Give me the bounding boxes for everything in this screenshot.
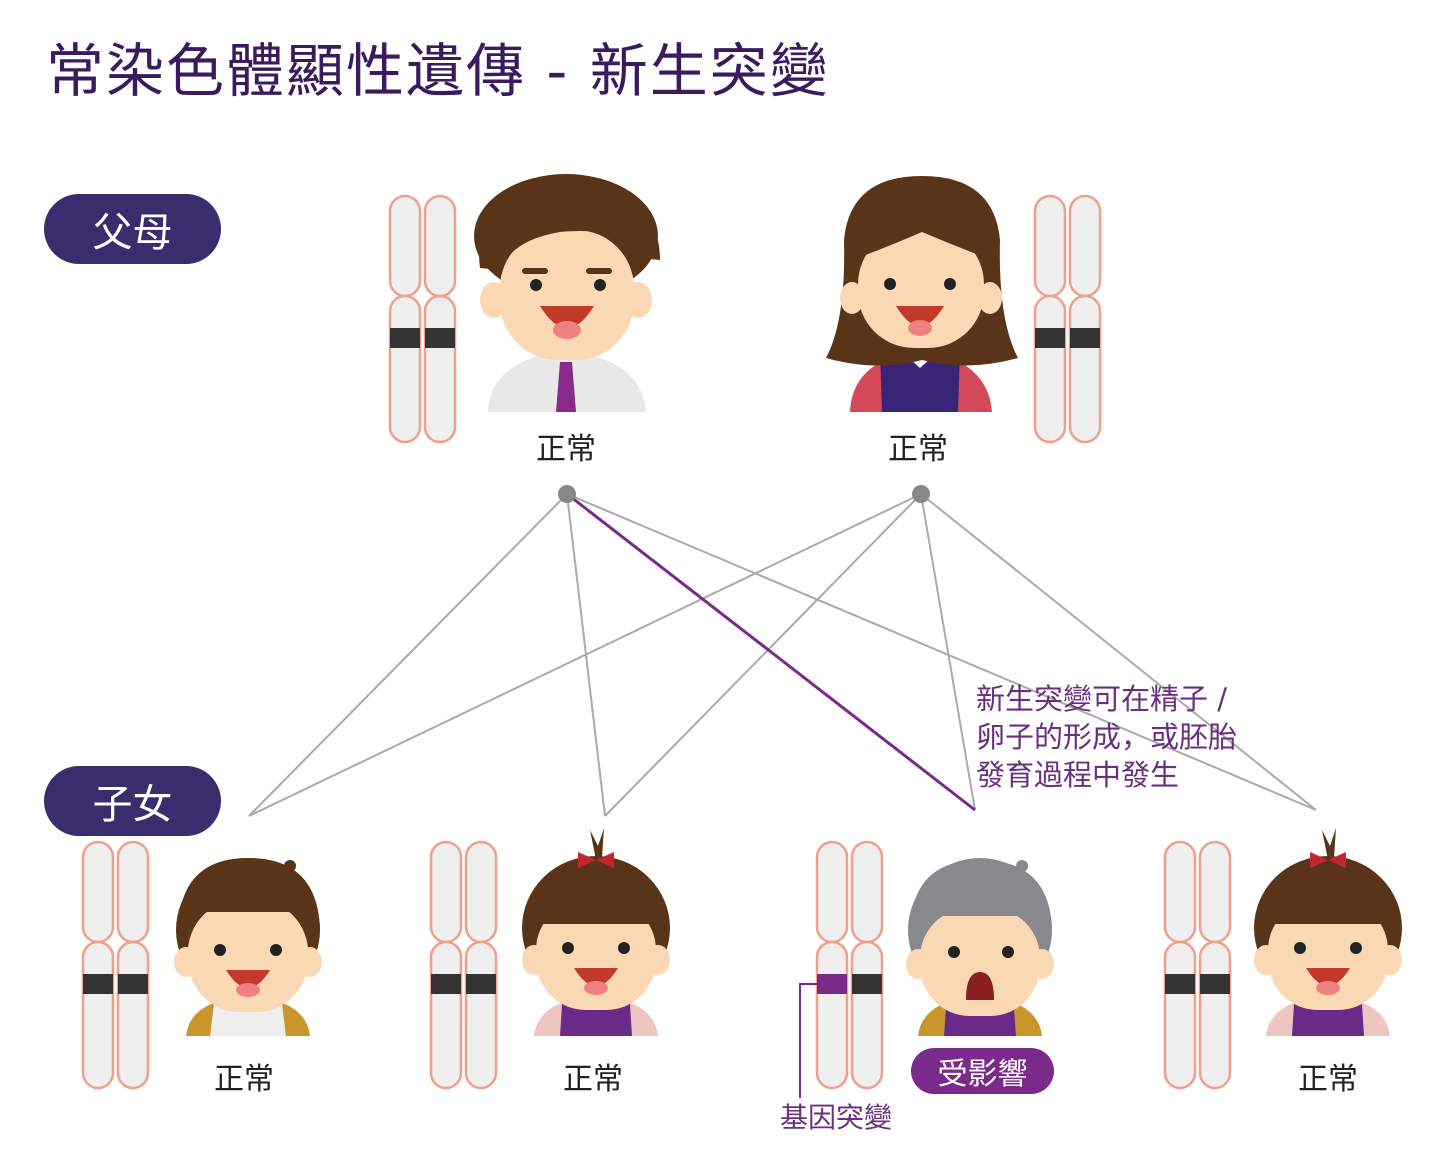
child4-avatar xyxy=(1254,828,1402,1036)
father-status: 正常 xyxy=(536,432,596,467)
inheritance-lines xyxy=(248,493,1317,817)
child2-avatar xyxy=(522,828,670,1036)
page-title: 常染色體顯性遺傳 - 新生突變 xyxy=(46,37,830,105)
note-line-3: 發育過程中發生 xyxy=(976,758,1180,792)
father-node xyxy=(558,485,576,503)
parents-label: 父母 xyxy=(44,194,221,264)
child2-chromosomes xyxy=(429,840,498,1090)
mutation-path-line xyxy=(566,492,976,812)
child4-status: 正常 xyxy=(1298,1062,1358,1097)
mother-node xyxy=(912,485,930,503)
note-line-1: 新生突變可在精子 / xyxy=(976,682,1227,716)
de-novo-note: 新生突變可在精子 / 卵子的形成，或胚胎 發育過程中發生 xyxy=(976,680,1306,794)
child3-status: 受影響 xyxy=(937,1057,1028,1092)
father-avatar xyxy=(474,174,660,412)
mother-chromosomes xyxy=(1033,194,1102,444)
parents-label-text: 父母 xyxy=(92,210,173,256)
children-label-text: 子女 xyxy=(92,782,173,828)
mother-avatar xyxy=(826,176,1018,412)
child4-chromosomes xyxy=(1163,840,1232,1090)
child3-status-badge: 受影響 xyxy=(911,1048,1054,1094)
mutation-pointer xyxy=(799,983,817,1098)
child1-avatar xyxy=(174,858,322,1036)
child2-status: 正常 xyxy=(563,1062,623,1097)
note-line-2: 卵子的形成，或胚胎 xyxy=(976,720,1238,754)
mutation-label: 基因突變 xyxy=(780,1101,893,1134)
child3-chromosomes xyxy=(799,840,884,1098)
mother-status: 正常 xyxy=(888,432,948,467)
child1-chromosomes xyxy=(81,840,150,1090)
child3-avatar xyxy=(906,858,1054,1036)
child1-status: 正常 xyxy=(214,1062,274,1097)
children-label: 子女 xyxy=(44,766,221,836)
father-chromosomes xyxy=(388,194,457,444)
